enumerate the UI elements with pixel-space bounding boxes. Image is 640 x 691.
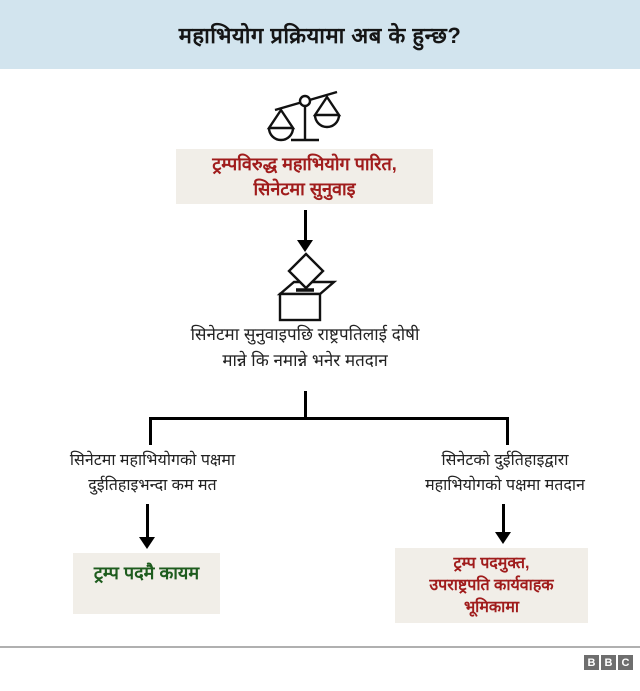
vote-caption-line1: सिनेटमा सुनुवाइपछि राष्ट्रपतिलाई दोषी [190,325,420,344]
down-arrow-left [139,504,155,549]
impeachment-passed-box: ट्रम्पविरुद्ध महाभियोग पारित, सिनेटमा सु… [176,149,433,204]
down-arrow-right [495,504,511,544]
page-title: महाभियोग प्रक्रियामा अब के हुन्छ? [178,22,462,48]
arrow-shaft [501,504,505,532]
arrow-shaft [145,504,149,537]
connector-stem [304,391,307,418]
scales-of-justice-icon [265,84,345,146]
connector-left-drop [149,419,152,445]
bbc-logo-block: B [601,655,616,670]
vote-caption-line2: मान्ने कि नमान्ने भनेर मतदान [222,351,388,370]
ballot-box-icon [272,252,338,322]
left-result-text: ट्रम्प पदमै कायम [93,563,200,583]
arrow-head [495,532,511,544]
result-box-trump-stays: ट्रम्प पदमै कायम [73,553,220,614]
bbc-logo-block: C [618,655,633,670]
right-branch-line2: महाभियोगको पक्षमा मतदान [425,477,585,494]
arrow-head [297,240,313,252]
left-branch-line1: सिनेटमा महाभियोगको पक्षमा [69,452,236,469]
down-arrow-middle [297,210,313,252]
connector-horizontal [149,417,509,420]
connector-right-drop [506,419,509,445]
right-result-line2: उपराष्ट्रपति कार्यवाहक [429,576,554,594]
senate-vote-caption: सिनेटमा सुनुवाइपछि राष्ट्रपतिलाई दोषी मा… [70,322,540,374]
left-branch-label: सिनेटमा महाभियोगको पक्षमा दुईतिहाइभन्दा … [25,448,280,498]
left-branch-line2: दुईतिहाइभन्दा कम मत [88,477,217,494]
right-branch-line1: सिनेटको दुईतिहाइद्वारा [441,452,569,469]
footer-divider [0,646,640,648]
bbc-logo: B B C [584,655,633,670]
passed-box-line2: सिनेटमा सुनुवाइ [253,178,356,199]
right-result-line1: ट्रम्प पदमुक्त, [453,554,530,572]
arrow-shaft [303,210,307,240]
result-box-trump-removed: ट्रम्प पदमुक्त, उपराष्ट्रपति कार्यवाहक भ… [395,548,588,623]
right-result-line3: भूमिकामा [463,598,520,616]
passed-box-line1: ट्रम्पविरुद्ध महाभियोग पारित, [212,153,397,174]
bbc-logo-block: B [584,655,599,670]
right-branch-label: सिनेटको दुईतिहाइद्वारा महाभियोगको पक्षमा… [375,448,635,498]
arrow-head [139,537,155,549]
title-banner: महाभियोग प्रक्रियामा अब के हुन्छ? [0,0,640,69]
